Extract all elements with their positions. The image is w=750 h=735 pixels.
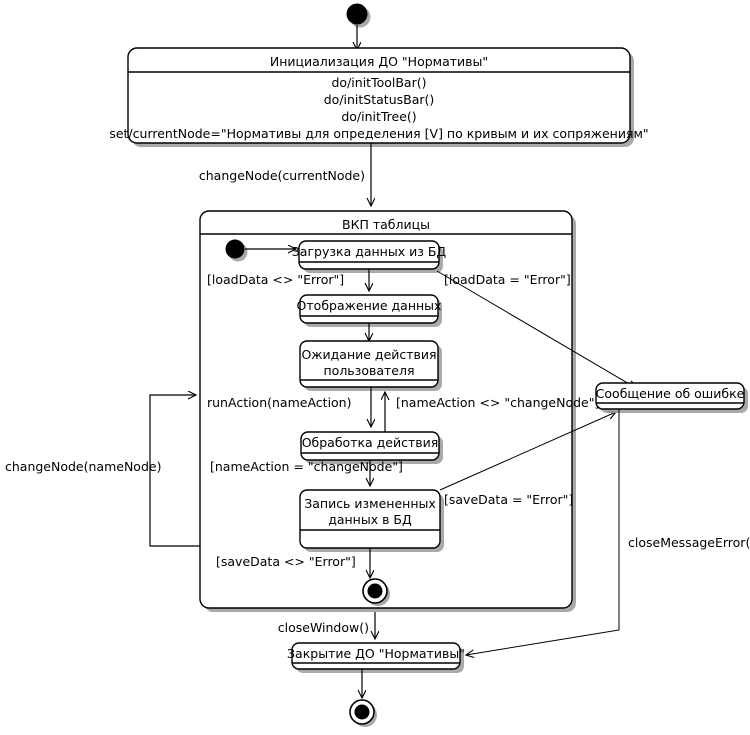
state-wait-action-title-line2: пользователя — [324, 363, 415, 378]
final-state-node-inner — [362, 578, 390, 606]
state-load-data-title: Загрузка данных из БД — [292, 244, 447, 259]
initial-state-node-inner — [225, 239, 248, 262]
edge-save-to-error — [439, 412, 616, 491]
state-wait-action[interactable]: Ожидание действия пользователя — [299, 340, 442, 391]
state-close-do[interactable]: Закрытие ДО "Нормативы" — [287, 642, 465, 673]
label-change-node-name: changeNode(nameNode) — [5, 459, 161, 474]
composite-state-vkp-table[interactable]: ВКП таблицы — [199, 210, 576, 612]
label-name-action-change: [nameAction = "changeNode"] — [210, 459, 403, 474]
state-init-do-action-1: do/initStatusBar() — [324, 92, 435, 107]
state-save-data-title-line1: Запись измененных — [304, 496, 436, 511]
label-load-data-error: [loadData = "Error"] — [444, 272, 571, 287]
state-load-data[interactable]: Загрузка данных из БД — [292, 240, 447, 273]
state-wait-action-title-line1: Ожидание действия — [301, 347, 436, 362]
state-error-message[interactable]: Сообщение об ошибке — [595, 382, 748, 413]
state-close-do-title: Закрытие ДО "Нормативы" — [287, 646, 465, 661]
state-init-do-action-3: set/currentNode="Нормативы для определен… — [109, 126, 648, 141]
label-load-data-ok: [loadData <> "Error"] — [207, 272, 344, 287]
edge-load-to-error — [436, 270, 636, 388]
initial-state-node-top — [346, 3, 371, 28]
state-init-do[interactable]: Инициализация ДО "Нормативы" do/initTool… — [109, 47, 649, 147]
label-save-data-ok: [saveData <> "Error"] — [216, 554, 356, 569]
state-show-data-title: Отображение данных — [297, 298, 442, 313]
state-init-do-action-2: do/initTree() — [341, 109, 416, 124]
state-show-data[interactable]: Отображение данных — [297, 294, 442, 327]
label-change-node-current: changeNode(currentNode) — [199, 168, 365, 183]
state-init-do-title: Инициализация ДО "Нормативы" — [270, 54, 488, 69]
label-close-window: closeWindow() — [278, 620, 369, 635]
state-process-action[interactable]: Обработка действия — [300, 431, 443, 464]
edge-error-to-close-do — [466, 409, 620, 655]
state-process-action-title: Обработка действия — [302, 435, 439, 450]
edge-change-node-name-loop — [149, 395, 200, 547]
label-close-message-error: closeMessageError() — [628, 535, 750, 550]
label-name-action-other: [nameAction <> "changeNode"] — [396, 395, 599, 410]
state-error-message-title: Сообщение об ошибке — [596, 386, 745, 401]
state-save-data[interactable]: Запись измененных данных в БД — [299, 489, 444, 552]
label-run-action: runAction(nameAction) — [207, 395, 351, 410]
state-init-do-action-0: do/initToolBar() — [332, 75, 427, 90]
final-state-node-bottom — [349, 699, 377, 727]
label-save-data-error: [saveData = "Error"] — [444, 492, 573, 507]
composite-state-title: ВКП таблицы — [342, 217, 430, 232]
state-save-data-title-line2: данных в БД — [328, 512, 412, 527]
